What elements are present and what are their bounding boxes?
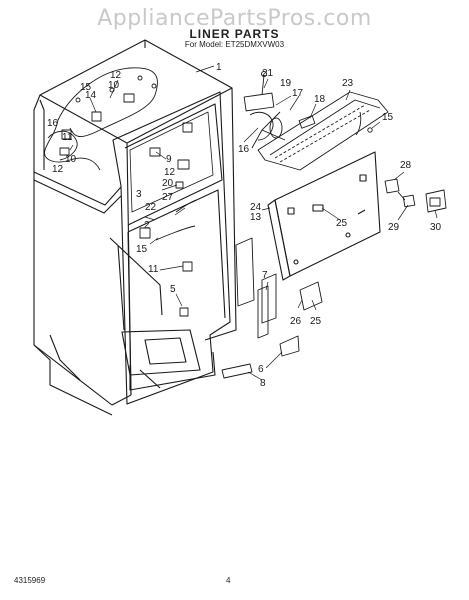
- callout-11: 11: [62, 132, 73, 143]
- callout-28: 28: [400, 160, 412, 171]
- callout-29: 29: [388, 222, 400, 233]
- site-watermark: AppliancePartsPros.com: [97, 6, 372, 31]
- callout-12-right: 12: [164, 167, 176, 178]
- callout-labels: 1 12 10 14 15 16 11 12 10 9 12 20 27 22 …: [47, 62, 442, 389]
- callout-5: 5: [170, 284, 176, 295]
- callout-3: 3: [136, 189, 142, 200]
- model-subtitle: For Model: ET25DMXVW03: [184, 40, 285, 49]
- callout-10: 10: [108, 80, 120, 91]
- callout-22: 22: [145, 202, 157, 213]
- callout-13: 13: [250, 212, 262, 223]
- callout-16: 16: [47, 118, 59, 129]
- callout-20: 20: [162, 178, 174, 189]
- callout-23: 23: [342, 78, 354, 89]
- callout-15: 15: [80, 82, 92, 93]
- diagram-title: LINER PARTS: [189, 27, 280, 41]
- wiring-harness: [44, 67, 158, 171]
- callout-11-lower: 11: [148, 264, 159, 275]
- callout-15-lower: 15: [136, 244, 148, 255]
- callout-10-lower: 10: [65, 154, 77, 165]
- control-parts: [384, 178, 447, 213]
- evaporator-fan-assembly: [243, 71, 389, 171]
- callout-18: 18: [314, 94, 326, 105]
- callout-25-lower: 25: [310, 316, 322, 327]
- duct-brackets: [221, 237, 323, 379]
- callout-27: 27: [162, 192, 174, 203]
- callout-2: 2: [144, 220, 150, 231]
- callout-17: 17: [292, 88, 304, 99]
- callout-16-right: 16: [238, 144, 250, 155]
- callout-8: 8: [260, 378, 266, 389]
- callout-21: 21: [262, 68, 274, 79]
- cabinet-hardware: [139, 122, 197, 317]
- callout-9: 9: [166, 154, 172, 165]
- liner-cabinet: [33, 39, 237, 416]
- callout-12: 12: [110, 70, 122, 81]
- callout-24: 24: [250, 202, 262, 213]
- rear-cover-panel: [267, 151, 381, 281]
- callout-7: 7: [262, 270, 268, 281]
- callout-1: 1: [216, 62, 222, 73]
- callout-14: 14: [85, 90, 97, 101]
- leader-lines: [69, 65, 438, 381]
- callout-30: 30: [430, 222, 442, 233]
- callout-12-lower: 12: [52, 164, 64, 175]
- callout-6: 6: [258, 364, 264, 375]
- page-number: 4: [226, 576, 231, 585]
- callout-26: 26: [290, 316, 302, 327]
- document-code: 4315969: [14, 576, 46, 585]
- callout-25: 25: [336, 218, 348, 229]
- callout-19: 19: [280, 78, 292, 89]
- callout-15-right: 15: [382, 112, 394, 123]
